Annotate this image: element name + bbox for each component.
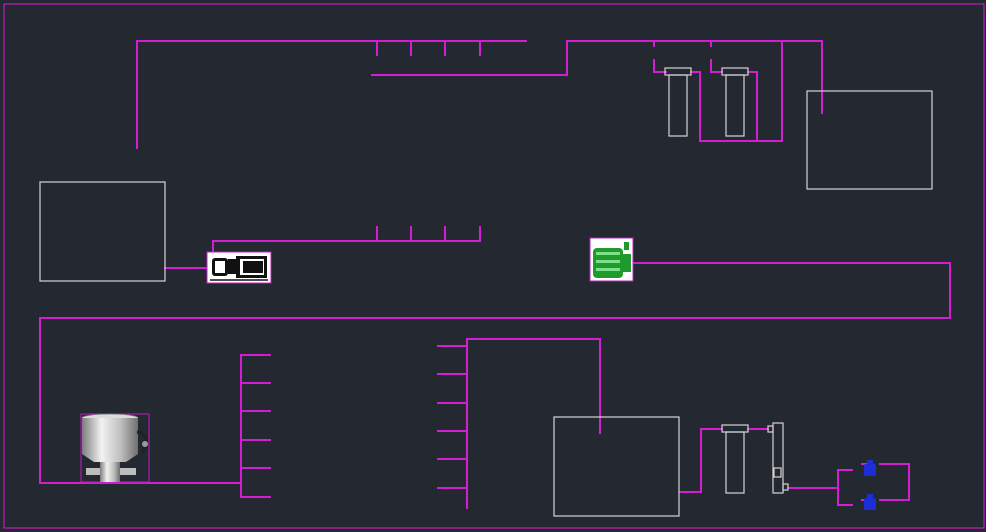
drawing-frame [3,3,985,529]
pipe-filter-loop [690,40,783,142]
filter-cap [664,67,692,76]
pipe-tank-to-filter [679,428,723,493]
pipe-top-return [371,40,823,114]
manifold-top [376,40,481,56]
pipe-valve-upper-out [879,463,910,501]
pump-volute-inner [215,261,225,273]
filter-body [668,74,688,137]
valve-body [864,464,876,476]
filter-top-a[interactable] [664,67,692,137]
valve-upper[interactable] [864,460,876,476]
manifold-lower-left [240,354,271,498]
stainless-vessel[interactable] [80,413,150,483]
meter-port-top [767,425,774,433]
pipe-motor-pump-loop [39,262,951,484]
meter-window [773,467,782,478]
pipe-filter-b-feed [710,59,723,73]
tank-left[interactable] [39,181,166,282]
vessel-outlet-right [120,468,136,475]
motor-terminal-box [624,242,629,250]
filter-cap [721,67,749,76]
pump-motor-core [243,261,263,273]
vessel-hose [136,430,149,454]
motor-head [622,254,631,272]
filter-body [725,431,745,494]
meter-body [772,422,784,494]
pump-coupling [228,259,236,274]
pipe-filter-a-feed [653,59,667,73]
manifold-middle [376,226,481,242]
filter-body [725,74,745,137]
tank-bottom-center[interactable] [553,416,680,517]
filter-cap [721,424,749,433]
manifold-lower-center [437,345,468,489]
pipe-filter-b-out [747,71,758,142]
motor-fins [596,268,620,271]
meter-port-bottom [782,483,789,491]
vessel-fitting [142,441,148,447]
pipe-top-left-header [136,40,527,149]
filter-bottom[interactable] [721,424,749,494]
valve-handle [867,494,873,498]
pipe-lower-center-header [466,338,601,509]
motor-fins [596,260,620,263]
valve-handle [867,460,873,464]
pipe-pump-discharge [212,240,481,255]
motor-fins [596,252,620,255]
vessel-cone [82,454,138,462]
centrifugal-pump[interactable] [206,251,272,284]
vessel-outlet-left [86,468,100,475]
valve-body [864,498,876,510]
green-motor-pump[interactable] [589,237,634,282]
flow-meter[interactable] [767,422,789,494]
filter-top-b[interactable] [721,67,749,137]
vessel-neck [100,462,120,482]
tank-top-right[interactable] [806,90,933,190]
valve-lower[interactable] [864,494,876,510]
vessel-drum [82,418,138,454]
